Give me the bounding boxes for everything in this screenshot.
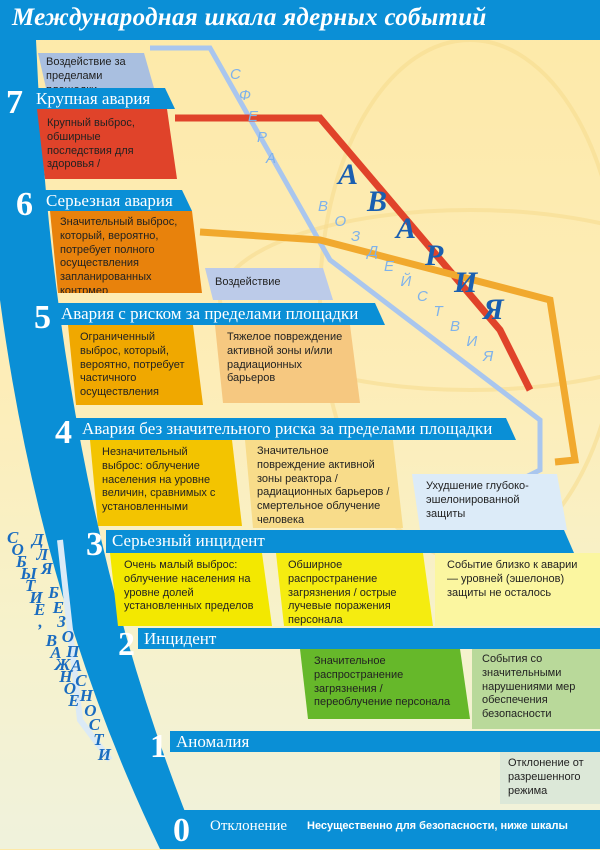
accident-label-letter: Р xyxy=(425,239,444,272)
left-label-1-letter: Б xyxy=(16,552,27,571)
left-label-1-letter: О xyxy=(11,540,24,559)
accident-line-red xyxy=(175,114,534,392)
level-2-onsite-box: Значительное распространение загрязнения… xyxy=(300,649,470,719)
level-0-name: Отклонение xyxy=(210,818,288,834)
sphere-label-letter: И xyxy=(466,333,478,350)
left-label-1-letter: Е xyxy=(68,691,80,711)
sphere-label-letter: Е xyxy=(248,108,259,125)
sphere-label-letter: Ф xyxy=(239,87,251,104)
left-label-2-letter: П xyxy=(66,641,80,661)
left-label-1-letter: И xyxy=(29,588,43,607)
left-label-2-letter: Я xyxy=(41,559,53,579)
accident-label-letter: В xyxy=(367,185,388,218)
sphere-label-letter: Я xyxy=(483,348,494,365)
accident-label-letter: И xyxy=(454,266,478,299)
level-5-onsite-box: Тяжелое повреждение активной зоны и/или … xyxy=(215,325,360,403)
left-label-2-letter: С xyxy=(75,671,87,691)
level-0-description: Несущественно для безопасности, ниже шка… xyxy=(307,820,568,832)
left-label-2-letter: Б xyxy=(48,582,59,602)
left-label-2-letter: Д xyxy=(32,530,44,549)
level-2-defense-box: События со значительными нарушениями мер… xyxy=(472,649,600,729)
left-label-1-letter: А xyxy=(50,643,62,663)
left-label-1-letter: Е xyxy=(34,600,46,619)
level-1-bar: Аномалия xyxy=(170,731,600,752)
left-label-2-letter: О xyxy=(84,700,97,720)
level-4-number: 4 xyxy=(55,414,72,451)
level-3-offsite-box: Очень малый выброс: облучение населения … xyxy=(110,553,272,626)
level-2-bar: Инцидент xyxy=(138,628,600,649)
sphere-label-letter: З xyxy=(351,228,361,245)
left-label-2-letter: А xyxy=(70,656,83,676)
sphere-label-letter: О xyxy=(334,213,347,230)
level-4-offsite-box: Незначительный выброс: облучение населен… xyxy=(90,440,242,526)
level-5-bar: Авария с риском за пределами площадки xyxy=(55,303,385,325)
level-2-number: 2 xyxy=(118,626,135,663)
level-3-number: 3 xyxy=(86,526,103,563)
level-5-number: 5 xyxy=(34,299,51,336)
left-label-2-letter: С xyxy=(88,715,101,735)
level-3-defense-box: Событие близко к аварии — уровней (эшело… xyxy=(435,553,600,626)
level-5-offsite-box: Ограниченный выброс, который, вероятно, … xyxy=(68,325,203,405)
level-4-onsite-box: Значительное повреждение активной зоны р… xyxy=(245,440,403,528)
level-1-number: 1 xyxy=(150,728,167,765)
sphere-label-letter: С xyxy=(230,66,241,83)
sphere-line xyxy=(150,45,543,483)
sphere-label-letter: Т xyxy=(433,303,443,320)
left-label-2-letter: З xyxy=(57,612,66,632)
left-label-1-letter: Н xyxy=(59,667,73,687)
level-4-bar: Авария без значительного риска за предел… xyxy=(76,418,516,440)
accident-label-letter: А xyxy=(338,158,359,191)
left-label-1-letter: Ы xyxy=(20,564,37,583)
page-title: Международная шкала ядерных событий xyxy=(0,0,600,40)
sphere-label-letter: Р xyxy=(257,129,268,146)
sphere-label-letter: Й xyxy=(400,273,412,290)
level-4-defense-box: Ухудшение глубоко-эшелонированной защиты xyxy=(412,474,567,530)
accident-label-letter: Я xyxy=(483,293,504,326)
level-0-number: 0 xyxy=(173,812,190,849)
left-label-2-letter: О xyxy=(61,627,74,647)
left-label-1-letter: Т xyxy=(25,576,36,595)
sphere-label-letter: В xyxy=(318,198,329,215)
level-3-bar: Серьезный инцидент xyxy=(106,530,574,553)
safety-bracket-line xyxy=(57,539,113,762)
sphere-label-letter: Д xyxy=(367,243,379,260)
onsite-impact-header: Воздействие xyxy=(205,268,333,300)
left-scale-band xyxy=(0,40,200,849)
sphere-label-letter: В xyxy=(450,318,461,335)
left-label-2-letter: И xyxy=(97,744,111,764)
level-7-offsite-box: Крупный выброс, обширные последствия для… xyxy=(37,109,177,179)
level-3-onsite-box: Обширное распространение загрязнения / о… xyxy=(276,553,433,626)
level-6-bar: Серьезная авария xyxy=(40,190,192,211)
left-label-2-letter: Л xyxy=(36,544,49,564)
level-6-number: 6 xyxy=(16,186,33,223)
accident-label-letter: А xyxy=(396,212,417,245)
level-0-bar: 0 Отклонение Несущественно для безопасно… xyxy=(165,810,600,849)
level-7-bar: Крупная авария xyxy=(30,88,175,109)
sphere-label-letter: Е xyxy=(384,258,395,275)
atom-orbit-decoration xyxy=(218,208,600,392)
left-label-2-letter: Е xyxy=(52,597,65,617)
level-7-number: 7 xyxy=(6,84,23,121)
level-6-offsite-box: Значительный выброс, который, вероятно, … xyxy=(50,211,202,293)
left-label-1-letter: С xyxy=(7,528,19,547)
offsite-impact-header: Воздействие за пределами площадки xyxy=(38,53,154,88)
left-label-1-letter: , xyxy=(38,612,43,631)
sphere-label-letter: А xyxy=(266,150,277,167)
left-label-1-letter: О xyxy=(63,679,76,699)
left-label-1-letter: В xyxy=(45,631,58,651)
left-label-1-letter: Ж xyxy=(54,655,71,675)
left-label-2-letter: Н xyxy=(79,685,93,705)
left-label-2-letter: Т xyxy=(93,729,104,749)
accident-line-orange xyxy=(199,228,580,466)
level-1-defense-box: Отклонение от разрешенного режима xyxy=(500,752,600,804)
sphere-label-letter: С xyxy=(417,288,428,305)
